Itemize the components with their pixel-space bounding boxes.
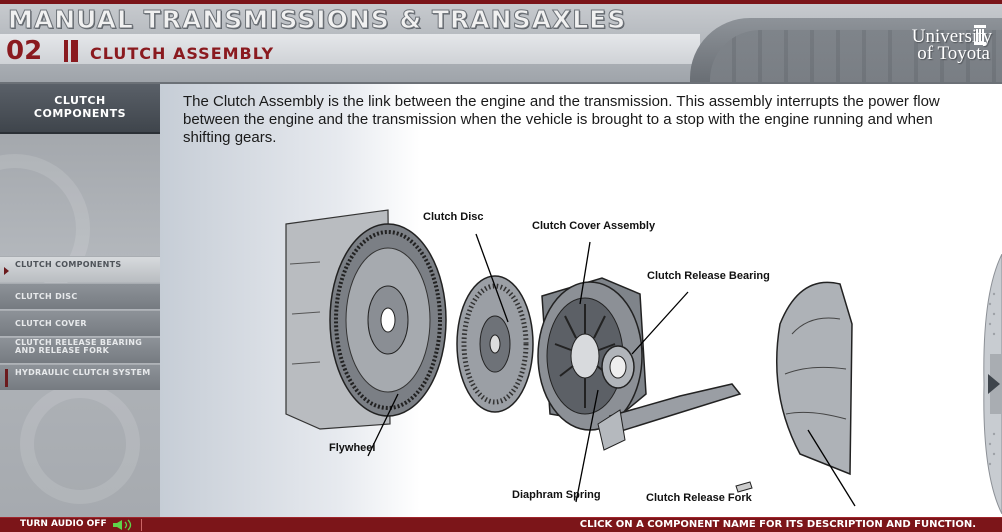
current-item-arrow-icon bbox=[4, 267, 9, 275]
sidebar: CLUTCH COMPONENTS CLUTCH COMPONENTS CLUT… bbox=[0, 84, 160, 517]
instruction-text: CLICK ON A COMPONENT NAME FOR ITS DESCRI… bbox=[579, 519, 976, 530]
university-pillar-icon bbox=[974, 25, 986, 45]
audio-toggle-button[interactable]: TURN AUDIO OFF bbox=[20, 519, 107, 529]
module-title: CLUTCH ASSEMBLY bbox=[90, 44, 275, 63]
module-number: 02 bbox=[6, 36, 43, 66]
logo-line1: University bbox=[911, 26, 992, 47]
clutch-exploded-illustration bbox=[285, 209, 856, 507]
clutch-cover-illustration bbox=[537, 277, 647, 431]
footer-divider bbox=[141, 519, 142, 531]
gear-background-icon bbox=[20, 384, 140, 504]
label-clutch-cover-assembly[interactable]: Clutch Cover Assembly bbox=[532, 220, 656, 232]
section-label-text: CLUTCH COMPONENTS bbox=[33, 94, 127, 120]
footer-bar: TURN AUDIO OFF CLICK ON A COMPONENT NAME… bbox=[0, 517, 1002, 532]
label-clutch-release-fork[interactable]: Clutch Release Fork bbox=[646, 492, 752, 504]
sidebar-item-clutch-disc[interactable]: CLUTCH DISC bbox=[0, 283, 160, 309]
module-divider-icon bbox=[64, 40, 78, 62]
sidebar-item-label: CLUTCH RELEASE BEARING AND RELEASE FORK bbox=[15, 338, 143, 355]
next-arrow-icon[interactable] bbox=[980, 254, 1002, 514]
transmission-housing-illustration bbox=[776, 281, 853, 476]
clutch-disc-illustration bbox=[456, 275, 534, 413]
course-title: MANUAL TRANSMISSIONS & TRANSAXLES bbox=[7, 5, 627, 35]
section-label: CLUTCH COMPONENTS bbox=[0, 84, 160, 134]
label-diaphragm-spring[interactable]: Diaphram Spring bbox=[512, 489, 601, 501]
label-clutch-disc[interactable]: Clutch Disc bbox=[423, 211, 484, 223]
label-flywheel[interactable]: Flywheel bbox=[329, 442, 376, 454]
sidebar-item-hydraulic-clutch[interactable]: HYDRAULIC CLUTCH SYSTEM bbox=[0, 364, 160, 390]
header-bottom-line bbox=[0, 82, 1002, 84]
speaker-icon[interactable] bbox=[112, 519, 136, 531]
sidebar-item-clutch-cover[interactable]: CLUTCH COVER bbox=[0, 310, 160, 336]
sidebar-nav: CLUTCH COMPONENTS CLUTCH DISC CLUTCH COV… bbox=[0, 256, 160, 391]
header: MANUAL TRANSMISSIONS & TRANSAXLES 02 CLU… bbox=[0, 0, 1002, 84]
label-clutch-release-bearing[interactable]: Clutch Release Bearing bbox=[647, 270, 770, 282]
sidebar-item-label: HYDRAULIC CLUTCH SYSTEM bbox=[15, 368, 151, 377]
header-decoration-pattern bbox=[710, 30, 1002, 84]
flywheel-illustration bbox=[329, 223, 447, 417]
release-fork-illustration bbox=[597, 383, 753, 493]
sidebar-item-label: CLUTCH COMPONENTS bbox=[15, 260, 122, 269]
logo-line2: of Toyota bbox=[917, 43, 990, 64]
clutch-assembly-diagram: Clutch Disc Clutch Cover Assembly Clutch… bbox=[280, 204, 900, 509]
university-of-toyota-logo: University of Toyota bbox=[911, 25, 992, 64]
intro-paragraph: The Clutch Assembly is the link between … bbox=[183, 93, 940, 146]
sidebar-item-clutch-components[interactable]: CLUTCH COMPONENTS bbox=[0, 256, 160, 282]
release-bearing-illustration bbox=[601, 345, 635, 389]
module-band bbox=[0, 34, 700, 64]
sidebar-item-release-bearing-fork[interactable]: CLUTCH RELEASE BEARING AND RELEASE FORK bbox=[0, 337, 160, 363]
sidebar-item-label: CLUTCH COVER bbox=[15, 319, 87, 328]
sidebar-item-label: CLUTCH DISC bbox=[15, 292, 78, 301]
item-marker-icon bbox=[5, 369, 8, 387]
main-content: The Clutch Assembly is the link between … bbox=[160, 84, 1002, 517]
header-top-line bbox=[0, 0, 1002, 4]
